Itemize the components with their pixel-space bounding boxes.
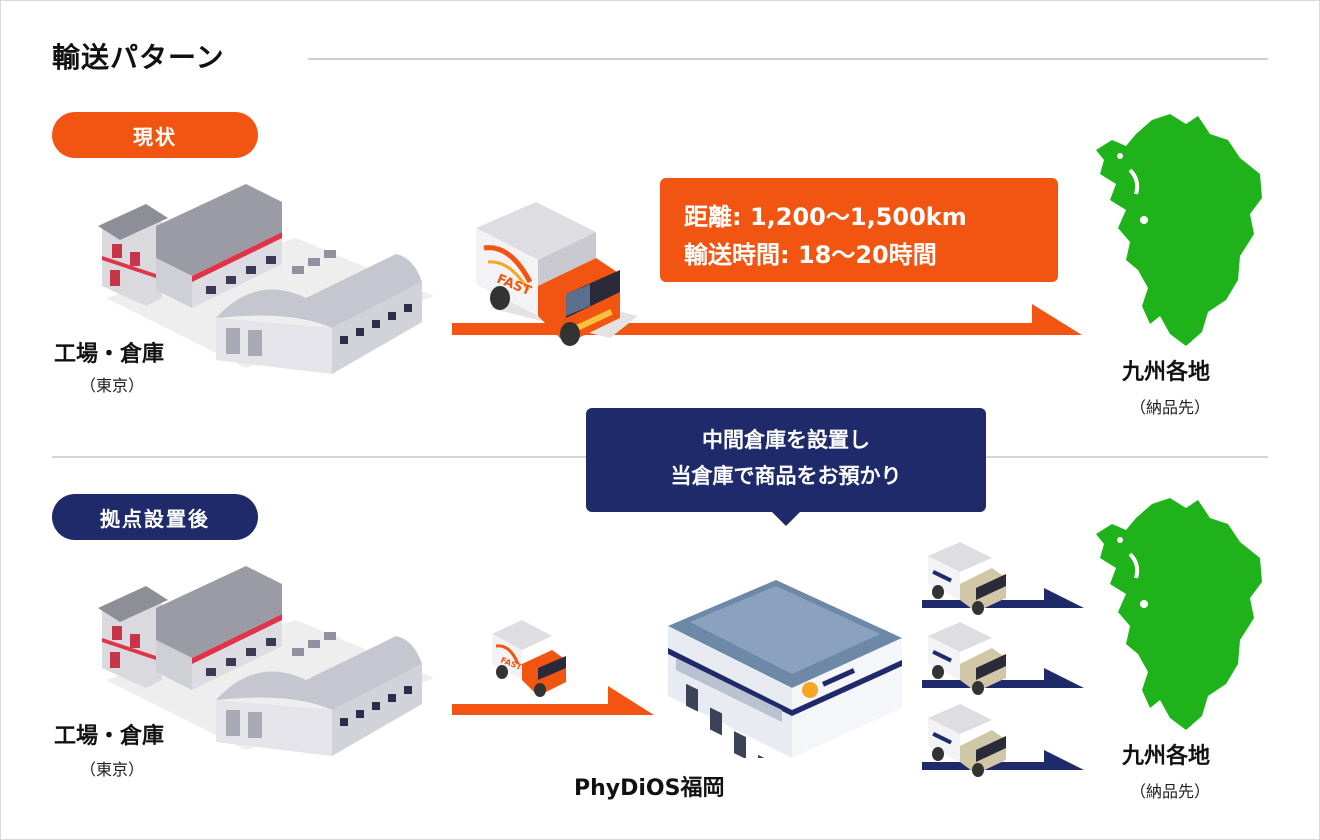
hub-callout-line2: 当倉庫で商品をお預かり [670, 464, 902, 488]
phydios-hub-warehouse-icon [668, 580, 902, 758]
kyushu-map-icon [1096, 114, 1262, 346]
delivery-truck-icon-2 [928, 622, 1006, 695]
origin-label-after: 工場・倉庫 [54, 724, 165, 749]
origin-sublabel-current: （東京） [80, 376, 145, 395]
hub-label: PhyDiOS福岡 [574, 776, 725, 801]
title-divider [308, 58, 1268, 60]
hub-callout-pointer [770, 510, 802, 526]
current-badge: 現状 [52, 112, 258, 158]
factory-warehouse-illustration [98, 184, 434, 374]
truck-icon-small: FAST [492, 620, 566, 697]
destination-sublabel-after: （納品先） [1130, 782, 1211, 801]
page-title: 輸送パターン [52, 41, 225, 74]
distance-time-callout: 距離: 1,200〜1,500km 輸送時間: 18〜20時間 [660, 178, 1058, 282]
delivery-truck-icon-3 [928, 704, 1006, 777]
delivery-route-3 [922, 704, 1084, 777]
delivery-route-2 [922, 622, 1084, 695]
callout-distance: 距離: 1,200〜1,500km [684, 203, 967, 231]
delivery-route-1 [922, 542, 1084, 615]
hub-callout-line1: 中間倉庫を設置し [702, 428, 870, 452]
origin-label-current: 工場・倉庫 [54, 342, 165, 367]
origin-sublabel-after: （東京） [80, 760, 145, 779]
factory-warehouse-illustration-after [98, 566, 434, 756]
destination-sublabel-current: （納品先） [1130, 398, 1211, 417]
hub-callout: 中間倉庫を設置し 当倉庫で商品をお預かり [586, 408, 986, 512]
truck-icon-large: FAST [476, 202, 638, 346]
route-to-hub-arrow [452, 686, 654, 715]
delivery-truck-icon-1 [928, 542, 1006, 615]
destination-label-after: 九州各地 [1122, 744, 1211, 769]
kyushu-map-icon-after [1096, 498, 1262, 730]
after-badge: 拠点設置後 [52, 494, 258, 540]
callout-transport-time: 輸送時間: 18〜20時間 [684, 241, 937, 269]
destination-label-current: 九州各地 [1122, 360, 1211, 385]
